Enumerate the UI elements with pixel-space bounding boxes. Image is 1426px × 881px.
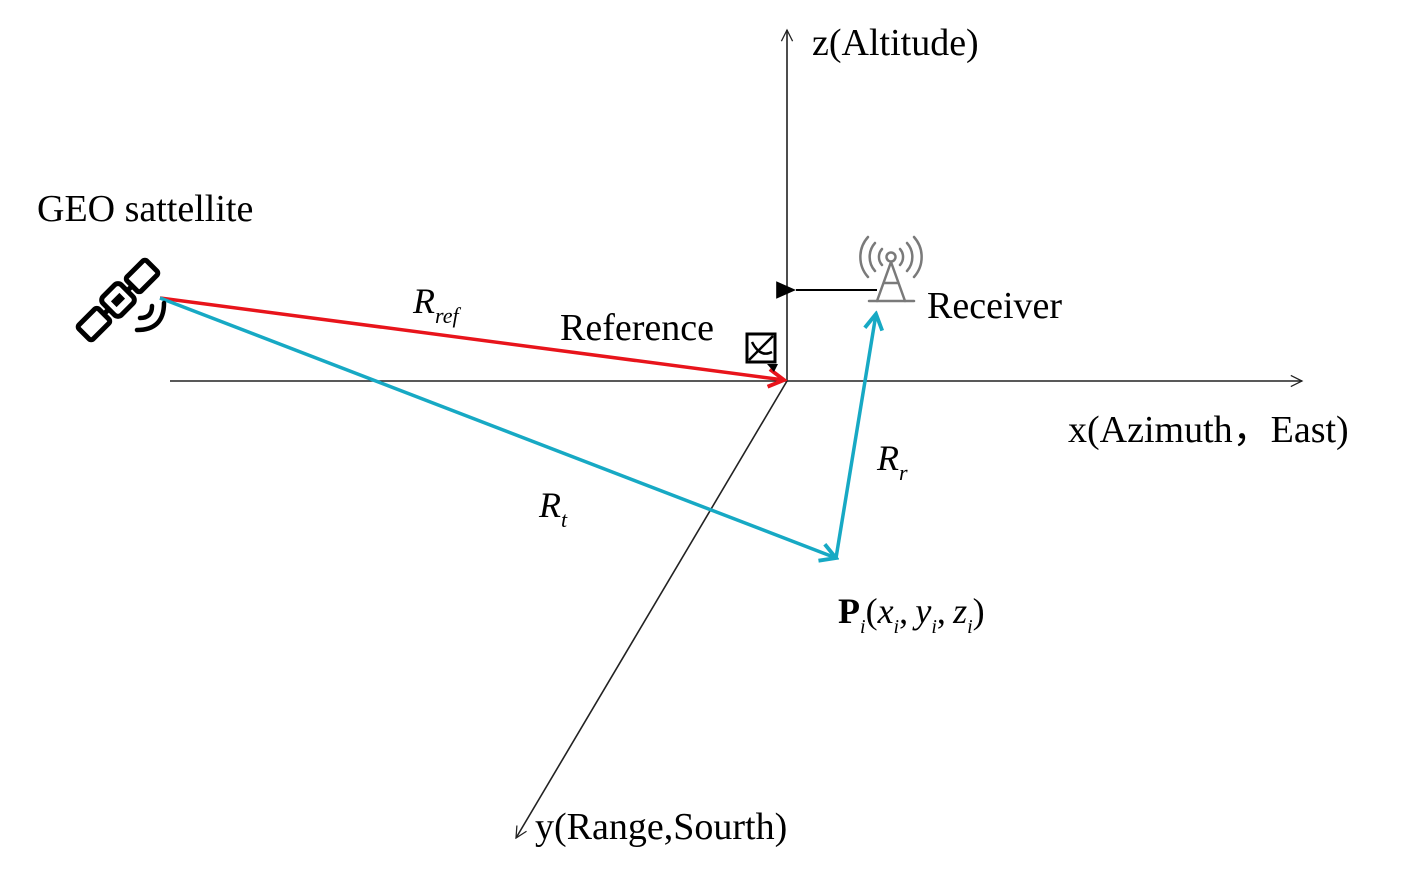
z-axis-label: z(Altitude) bbox=[812, 22, 979, 64]
receiver-label: Receiver bbox=[927, 285, 1063, 327]
y-axis-label: y(Range,Sourth) bbox=[535, 806, 788, 848]
point-x-index: i bbox=[893, 616, 900, 638]
vector-r-r bbox=[834, 314, 876, 559]
satellite-signal-icon bbox=[134, 300, 167, 333]
vector-r-ref-subscript: ref bbox=[435, 303, 459, 328]
satellite-dish-icon bbox=[745, 332, 778, 372]
vector-r-t-subscript: t bbox=[561, 507, 568, 532]
satellite-icon bbox=[75, 257, 161, 343]
vector-r-r-label: Rr bbox=[877, 440, 908, 484]
vector-r-t-symbol: R bbox=[539, 485, 561, 525]
point-name: P bbox=[838, 591, 860, 631]
y-axis bbox=[515, 380, 788, 840]
point-index: i bbox=[860, 616, 866, 638]
vector-r-ref-symbol: R bbox=[413, 281, 435, 321]
point-y: y bbox=[915, 591, 932, 631]
point-label: Pi(xi, yi, zi) bbox=[838, 591, 985, 638]
vector-r-t-label: Rt bbox=[539, 487, 567, 531]
point-z-index: i bbox=[967, 616, 973, 638]
satellite-label: GEO sattellite bbox=[37, 188, 254, 230]
vector-r-r-subscript: r bbox=[899, 460, 908, 485]
reference-label: Reference bbox=[560, 307, 714, 349]
point-z: z bbox=[953, 591, 968, 631]
vector-r-t bbox=[159, 296, 836, 558]
x-axis-label: x(Azimuth，East) bbox=[1068, 409, 1349, 451]
vector-r-r-symbol: R bbox=[877, 438, 899, 478]
antenna-tower-icon bbox=[859, 235, 923, 303]
point-y-index: i bbox=[931, 616, 937, 638]
point-x: x bbox=[877, 591, 894, 631]
vector-r-ref bbox=[159, 296, 784, 380]
vector-r-ref-label: Rref bbox=[413, 283, 459, 327]
